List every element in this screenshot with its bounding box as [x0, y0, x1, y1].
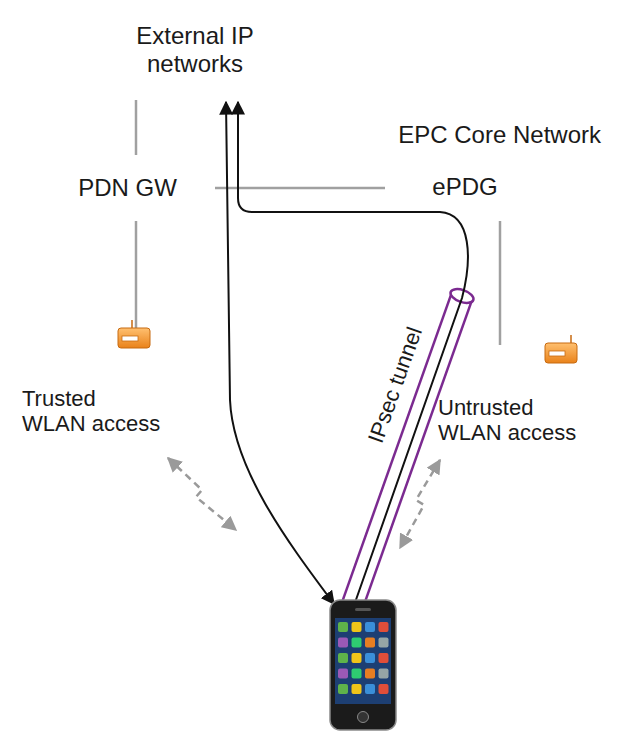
app-icon — [365, 669, 375, 679]
app-icon — [379, 638, 389, 648]
region-title: EPC Core Network — [398, 121, 601, 149]
app-icon — [365, 653, 375, 663]
node-label: Untrusted WLAN access — [438, 395, 578, 446]
wlan-router — [545, 335, 577, 363]
app-icon — [379, 622, 389, 632]
node-label: PDN GW — [78, 174, 177, 202]
interface-line — [215, 187, 385, 190]
app-icon — [338, 638, 348, 648]
radio-link — [168, 458, 236, 530]
app-icon — [352, 653, 362, 663]
app-icon — [338, 622, 348, 632]
app-icon — [365, 684, 375, 694]
app-icon — [379, 669, 389, 679]
node-label: Trusted WLAN access — [22, 386, 162, 437]
interface-line — [499, 221, 502, 345]
app-icon — [379, 653, 389, 663]
app-icon — [365, 622, 375, 632]
interface-line — [135, 221, 138, 338]
app-icon — [352, 638, 362, 648]
app-icon — [338, 653, 348, 663]
app-icon — [352, 622, 362, 632]
cloud-shape — [9, 351, 243, 462]
cloud-shape — [116, 10, 275, 95]
app-icon — [365, 638, 375, 648]
smartphone — [330, 600, 396, 730]
app-icon — [352, 669, 362, 679]
network-element: ePDG — [385, 155, 545, 221]
node-label: ePDG — [432, 173, 497, 201]
network-cloud: Trusted WLAN access — [0, 338, 250, 468]
app-icon — [338, 669, 348, 679]
traffic-path — [226, 102, 334, 604]
node-label: External IP networks — [130, 22, 260, 77]
network-cloud: External IP networks — [110, 0, 280, 100]
interface-line — [135, 100, 138, 155]
app-icon — [338, 684, 348, 694]
core-network-region: EPC Core NetworkPDN GW ePDG — [10, 113, 615, 303]
network-element: PDN GW — [40, 155, 215, 221]
app-icon — [379, 684, 389, 694]
app-icon — [352, 684, 362, 694]
wlan-router — [118, 320, 150, 348]
